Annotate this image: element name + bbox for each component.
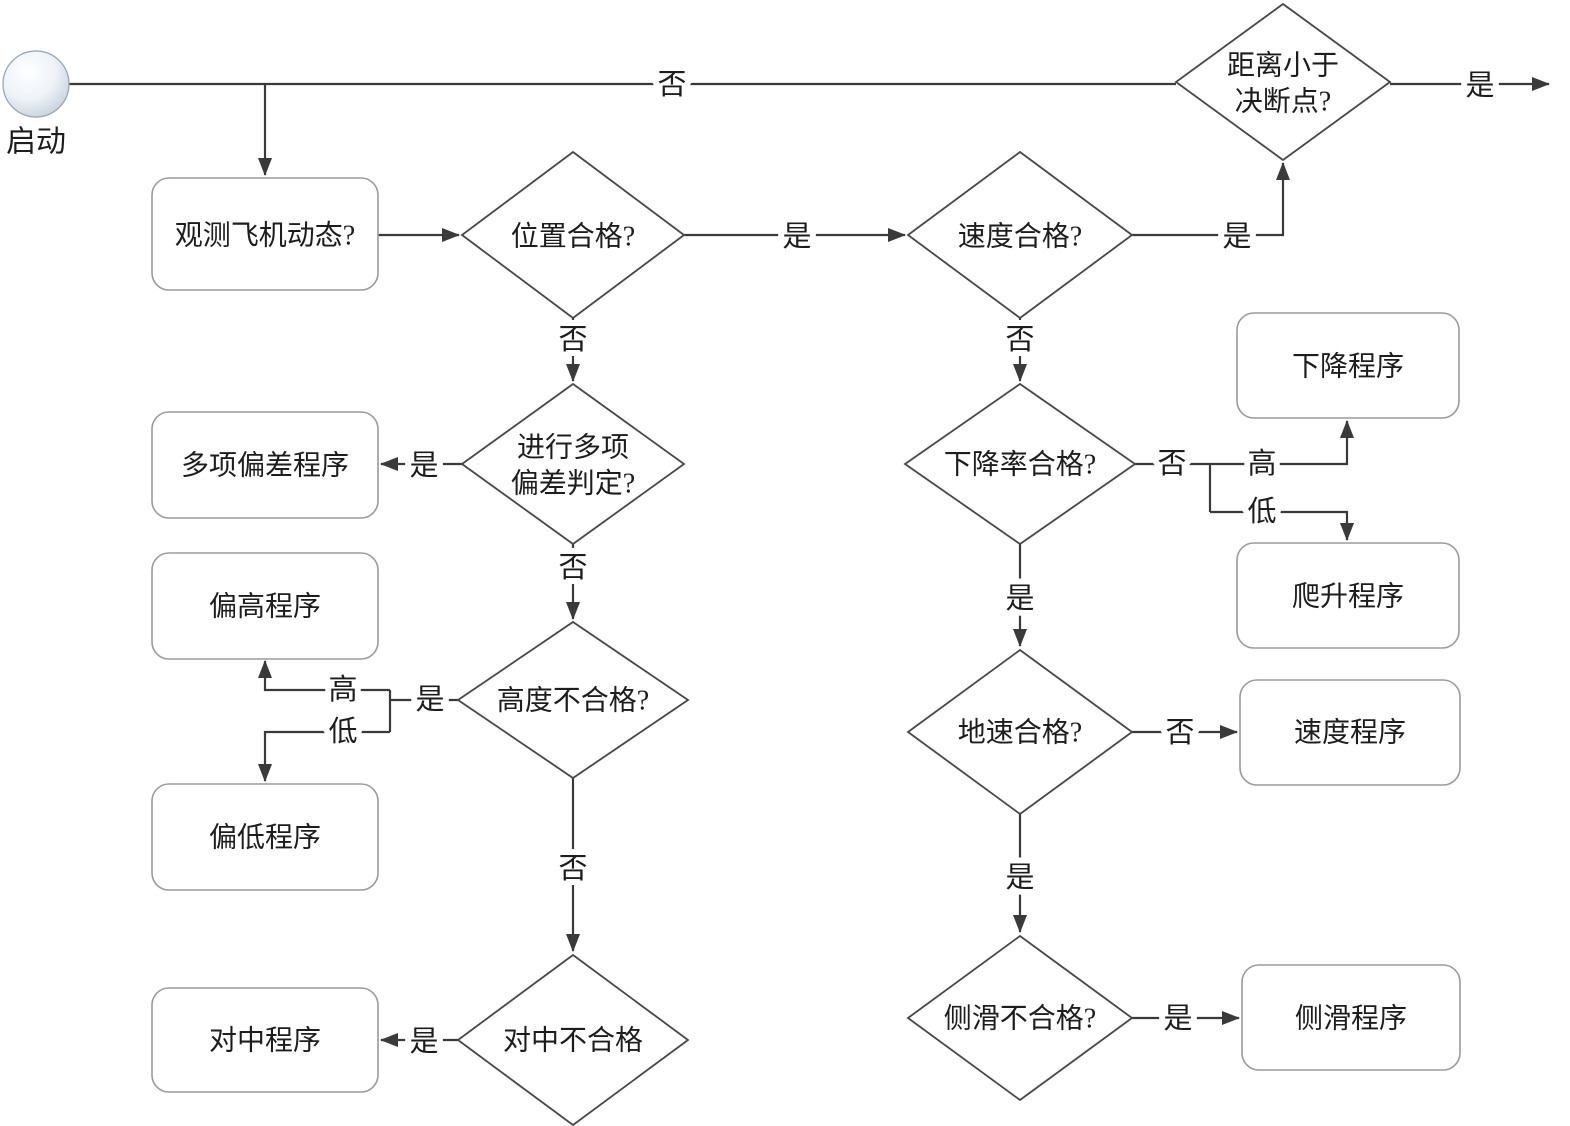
center-proc-label: 对中程序 xyxy=(209,1025,321,1057)
edge-label-yes-speed: 是 xyxy=(1222,221,1251,253)
edge-height-high-to-highproc xyxy=(258,660,390,692)
multi-label-line1: 进行多项 xyxy=(517,432,629,464)
low-proc-box xyxy=(151,783,379,891)
node-speed: 速度合格? xyxy=(906,150,1134,320)
descent-diamond xyxy=(903,382,1137,546)
multi-diamond xyxy=(460,382,686,546)
multi-proc-label: 多项偏差程序 xyxy=(181,450,349,482)
node-sideslip: 侧滑不合格? xyxy=(906,934,1134,1102)
distance-label-line2: 决断点? xyxy=(1235,86,1331,118)
edge-label-yes-exit: 是 xyxy=(1465,70,1494,102)
edge-label-no-speed-down: 否 xyxy=(1005,324,1034,356)
height-label: 高度不合格? xyxy=(497,685,649,717)
edge-descent-high-to-descendproc xyxy=(1210,420,1354,466)
node-start: 启动 xyxy=(2,50,70,159)
distance-diamond xyxy=(1174,2,1392,162)
edge-label-yes-multi: 是 xyxy=(409,450,438,482)
height-diamond xyxy=(456,620,690,780)
node-descent: 下降率合格? xyxy=(903,382,1137,546)
speed-label: 速度合格? xyxy=(958,221,1082,253)
descent-label: 下降率合格? xyxy=(944,449,1096,481)
node-distance: 距离小于 决断点? xyxy=(1174,2,1392,162)
sideslip-diamond xyxy=(906,934,1134,1102)
edge-label-no-position-down: 否 xyxy=(558,324,587,356)
center-label: 对中不合格 xyxy=(503,1025,643,1057)
edge-labels: 否 是 是 是 否 是 否 是 高 低 否 是 否 否 高 低 是 否 是 是 xyxy=(322,63,1500,1064)
position-diamond xyxy=(460,150,686,320)
groundspeed-label: 地速合格? xyxy=(958,717,1082,749)
edge-label-yes-position: 是 xyxy=(782,221,811,253)
center-proc-box xyxy=(151,987,379,1093)
multi-proc-box xyxy=(151,411,379,519)
node-sideslip-proc: 侧滑程序 xyxy=(1241,964,1461,1071)
multi-label-line2: 偏差判定? xyxy=(511,468,635,500)
observe-box xyxy=(151,177,379,291)
edge-label-yes-descent-down: 是 xyxy=(1005,583,1034,615)
node-climb-proc: 爬升程序 xyxy=(1236,542,1460,649)
descend-proc-label: 下降程序 xyxy=(1292,351,1404,383)
edge-descent-low-to-climbproc xyxy=(1210,510,1354,541)
decision-diamonds: 距离小于 决断点? 位置合格? 速度合格? 进行多项 偏差判定? 高度不合格? … xyxy=(456,2,1392,1126)
high-proc-box xyxy=(151,552,379,660)
edge-label-yes-sideslip: 是 xyxy=(1163,1003,1192,1035)
center-diamond xyxy=(456,953,690,1126)
node-high-proc: 偏高程序 xyxy=(151,552,379,660)
sideslip-label: 侧滑不合格? xyxy=(944,1003,1096,1035)
node-position: 位置合格? xyxy=(460,150,686,320)
speed-diamond xyxy=(906,150,1134,320)
edge-label-no-multi-down: 否 xyxy=(558,552,587,584)
sideslip-proc-box xyxy=(1241,964,1461,1071)
groundspeed-diamond xyxy=(906,648,1134,816)
node-multi: 进行多项 偏差判定? xyxy=(460,382,686,546)
speed-proc-box xyxy=(1239,679,1461,786)
edge-height-low-to-lowproc xyxy=(258,730,390,782)
sideslip-proc-label: 侧滑程序 xyxy=(1295,1003,1407,1035)
process-boxes: 观测飞机动态? 多项偏差程序 偏高程序 偏低程序 对中程序 下降程序 爬升程序 xyxy=(151,177,1461,1093)
node-center-proc: 对中程序 xyxy=(151,987,379,1093)
node-speed-proc: 速度程序 xyxy=(1239,679,1461,786)
edge-label-high-right: 高 xyxy=(1247,447,1276,480)
observe-label: 观测飞机动态? xyxy=(175,220,355,252)
edge-label-yes-groundspeed-down: 是 xyxy=(1005,862,1034,894)
start-label: 启动 xyxy=(6,126,66,159)
high-proc-label: 偏高程序 xyxy=(209,591,321,623)
node-groundspeed: 地速合格? xyxy=(906,648,1134,816)
edge-label-no-top: 否 xyxy=(657,69,686,101)
edge-label-yes-center: 是 xyxy=(409,1026,438,1058)
edge-label-no-groundspeed: 否 xyxy=(1165,717,1194,749)
edge-label-low-left: 低 xyxy=(328,715,357,748)
distance-label-line1: 距离小于 xyxy=(1227,50,1339,82)
node-descend-proc: 下降程序 xyxy=(1236,312,1460,419)
speed-proc-label: 速度程序 xyxy=(1294,717,1406,749)
climb-proc-box xyxy=(1236,542,1460,649)
edge-label-high-left: 高 xyxy=(328,673,357,706)
edge-speed-yes-to-distance xyxy=(1132,162,1290,237)
edge-label-low-right: 低 xyxy=(1247,495,1276,528)
position-label: 位置合格? xyxy=(511,221,635,253)
edge-label-yes-height: 是 xyxy=(415,684,444,716)
edges xyxy=(69,77,1550,1047)
low-proc-label: 偏低程序 xyxy=(209,822,321,854)
node-low-proc: 偏低程序 xyxy=(151,783,379,891)
climb-proc-label: 爬升程序 xyxy=(1292,581,1404,613)
node-observe: 观测飞机动态? xyxy=(151,177,379,291)
node-multi-proc: 多项偏差程序 xyxy=(151,411,379,519)
edge-label-no-descent: 否 xyxy=(1157,448,1186,480)
descend-proc-box xyxy=(1236,312,1460,419)
start-circle xyxy=(2,50,70,118)
node-height: 高度不合格? xyxy=(456,620,690,780)
edge-label-no-height-down: 否 xyxy=(558,853,587,885)
node-center: 对中不合格 xyxy=(456,953,690,1126)
